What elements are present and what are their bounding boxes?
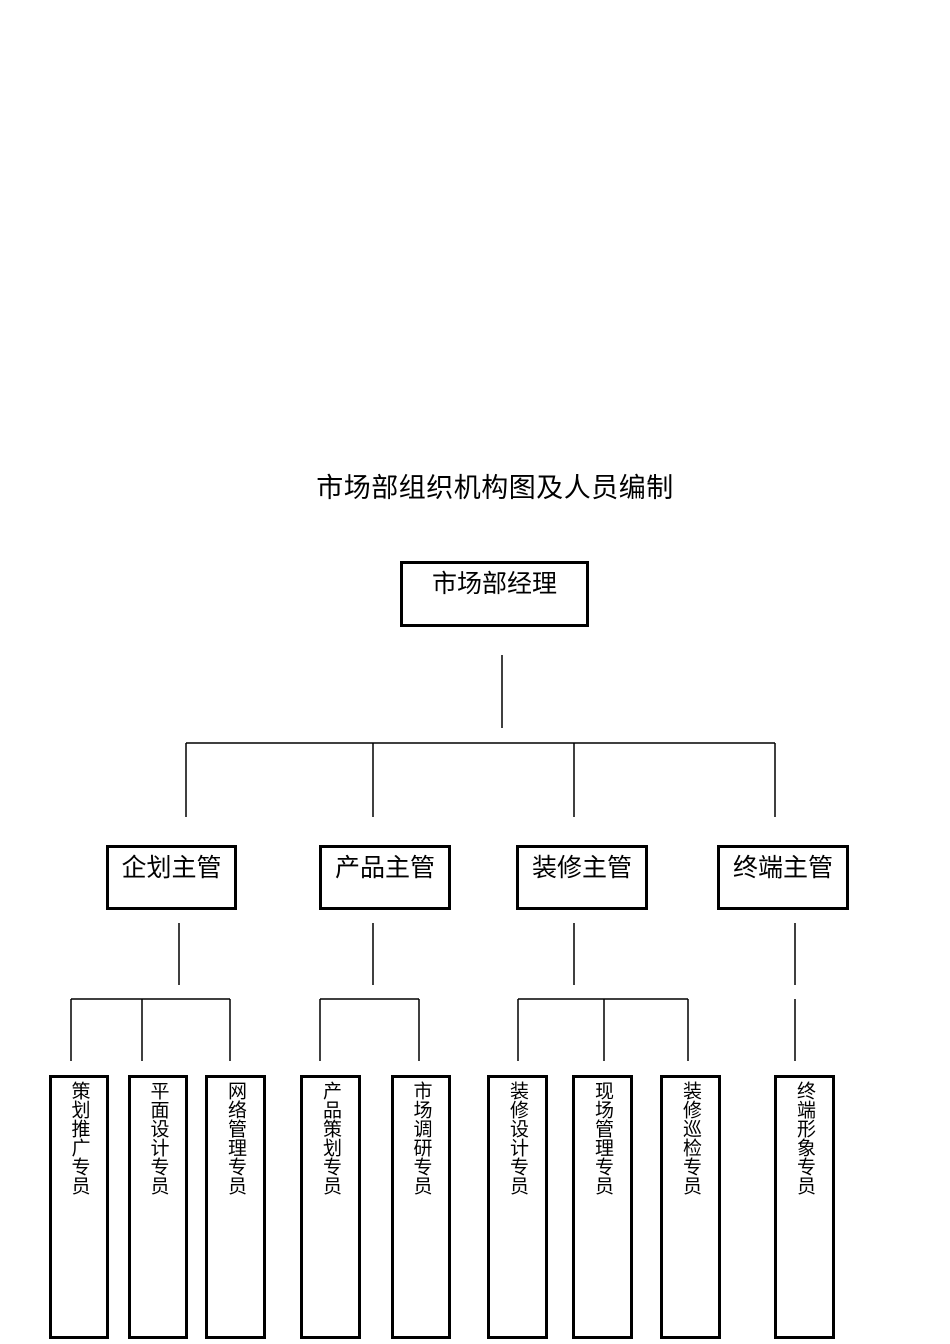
staff-box-4: 市场调研专员 [391, 1075, 451, 1339]
supervisor-label: 产品主管 [334, 853, 435, 882]
staff-label: 装修巡检专员 [680, 1081, 702, 1195]
staff-label: 网络管理专员 [225, 1081, 247, 1195]
supervisor-label: 装修主管 [531, 853, 632, 882]
supervisor-box-3: 终端主管 [717, 845, 849, 910]
chart-title: 市场部组织机构图及人员编制 [316, 473, 674, 504]
staff-box-0: 策划推广专员 [49, 1075, 109, 1339]
staff-box-3: 产品策划专员 [300, 1075, 361, 1339]
staff-label: 装修设计专员 [507, 1081, 529, 1195]
staff-box-2: 网络管理专员 [205, 1075, 266, 1339]
staff-label: 终端形象专员 [794, 1081, 816, 1195]
staff-label: 策划推广专员 [68, 1081, 91, 1195]
staff-label: 平面设计专员 [147, 1081, 170, 1195]
supervisor-box-2: 装修主管 [516, 845, 648, 910]
staff-label: 产品策划专员 [320, 1081, 342, 1195]
staff-box-7: 装修巡检专员 [660, 1075, 721, 1339]
supervisor-box-1: 产品主管 [319, 845, 451, 910]
supervisor-label: 终端主管 [732, 853, 833, 882]
staff-box-5: 装修设计专员 [487, 1075, 548, 1339]
staff-box-8: 终端形象专员 [774, 1075, 835, 1339]
staff-label: 市场调研专员 [410, 1081, 433, 1195]
root-box: 市场部经理 [400, 561, 589, 627]
staff-box-6: 现场管理专员 [572, 1075, 633, 1339]
supervisor-box-0: 企划主管 [106, 845, 237, 910]
staff-label: 现场管理专员 [592, 1081, 614, 1195]
staff-box-1: 平面设计专员 [128, 1075, 188, 1339]
root-label: 市场部经理 [431, 569, 557, 598]
supervisor-label: 企划主管 [121, 853, 222, 882]
